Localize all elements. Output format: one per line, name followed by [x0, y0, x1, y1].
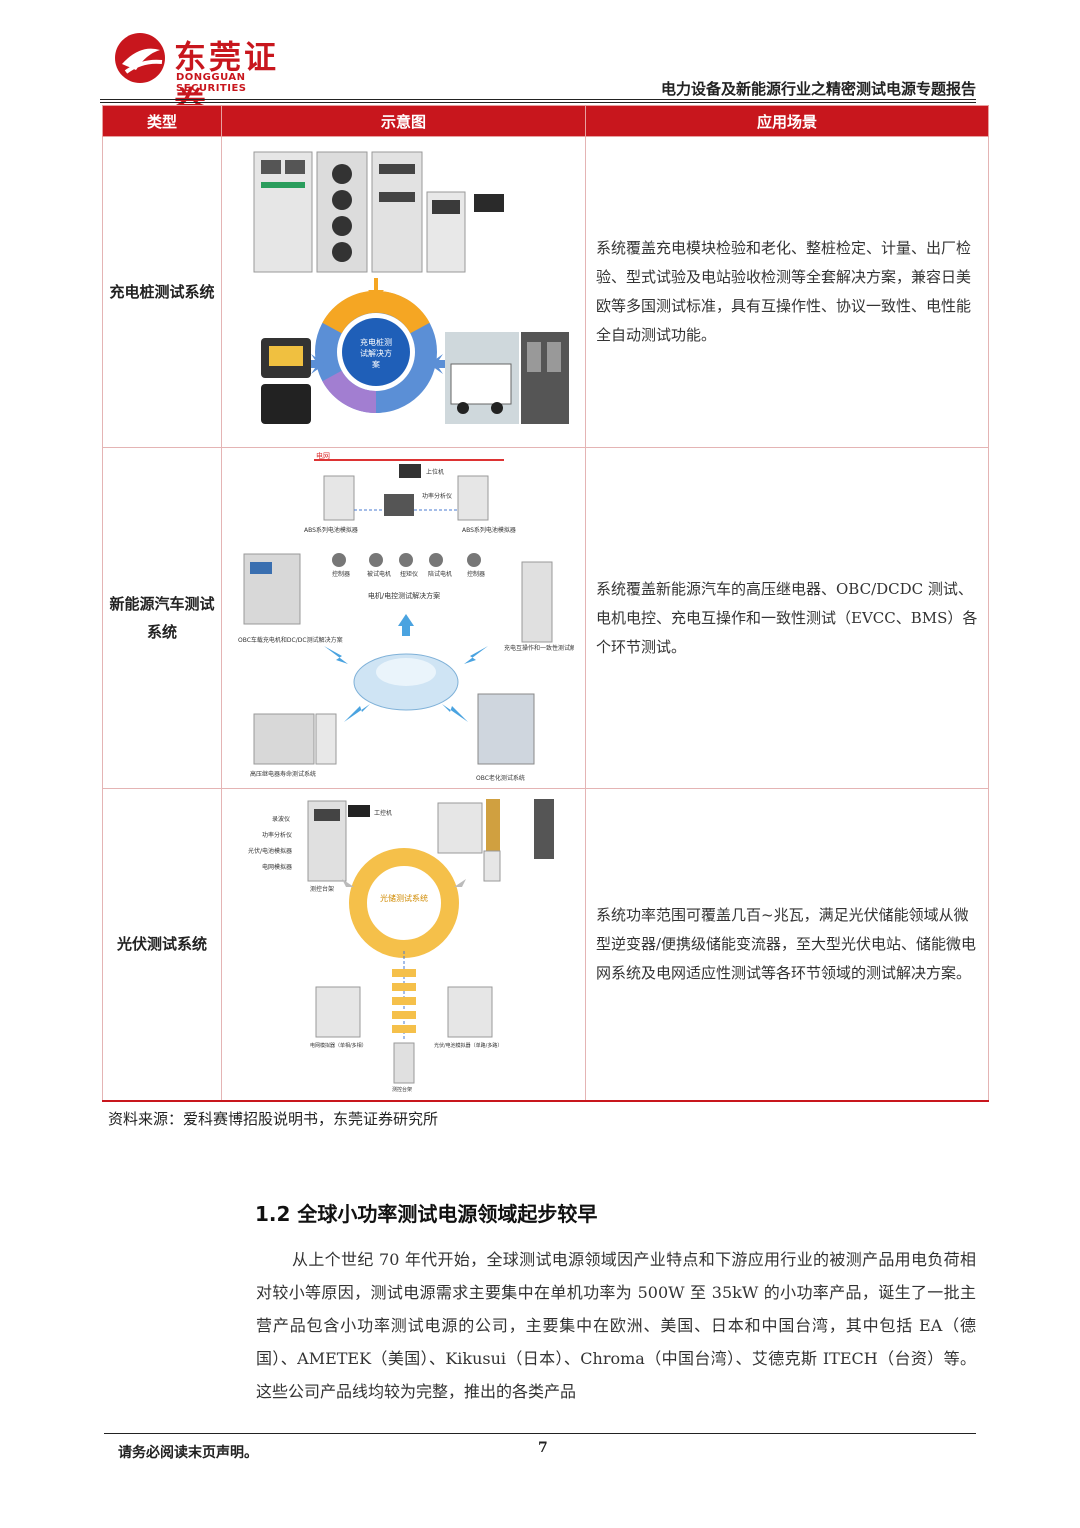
- charge-solution-label: 充电互操作和一致性测试解决方案: [504, 644, 574, 652]
- analyzer-label: 功率分析仪: [422, 492, 452, 500]
- charging-pile-diagram: 充电桩测 试解决方 案: [253, 151, 569, 424]
- obc-aging-label: OBC老化测试系统: [476, 774, 525, 782]
- pv-bottom-left-label: 电网模拟器（单相/多相）: [310, 1042, 367, 1049]
- logo-mark-icon: [115, 33, 165, 83]
- application-cell: 系统覆盖新能源汽车的高压继电器、OBC/DCDC 测试、电机电控、充电互操作和一…: [585, 447, 989, 789]
- grid-label: 电网: [316, 451, 330, 460]
- pv-left-label: 电网模拟器: [262, 863, 292, 871]
- column-header-diagram: 示意图: [221, 105, 586, 137]
- pv-left-label: 功率分析仪: [262, 831, 292, 839]
- pv-bench-label: 测控台架: [310, 885, 334, 893]
- svg-text:试解决方: 试解决方: [360, 348, 392, 358]
- motor-solution-label: 电机/电控测试解决方案: [367, 591, 439, 600]
- header-divider: [100, 99, 976, 100]
- type-cell: 新能源汽车测试系统: [102, 447, 222, 789]
- test-system-table: 类型 示意图 应用场景 充电桩测试系统: [102, 105, 989, 1102]
- simulator-right-label: ABS系列电池模拟器: [462, 526, 516, 534]
- motor-label: 控制器: [332, 570, 350, 578]
- svg-text:充电桩测: 充电桩测: [360, 337, 392, 347]
- motor-label: 被试电机: [367, 570, 391, 578]
- nev-test-diagram: 电网 上位机 功率分析仪 ABS系列电池模拟器 ABS系列电池模拟器 控制器: [238, 451, 574, 782]
- relay-system-label: 高压继电器寿命测试系统: [250, 770, 316, 778]
- type-cell: 光伏测试系统: [102, 788, 222, 1102]
- table-row: 光伏测试系统 录波仪 功率分析仪 光伏/电池模拟器 电网模拟器 工控机 测控台架: [102, 788, 989, 1102]
- simulator-left-label: ABS系列电池模拟器: [304, 526, 358, 534]
- footer-divider: [104, 1433, 976, 1434]
- type-cell: 充电桩测试系统: [102, 136, 222, 448]
- table-row: 充电桩测试系统: [102, 136, 989, 448]
- diagram-cell: 录波仪 功率分析仪 光伏/电池模拟器 电网模拟器 工控机 测控台架: [221, 788, 586, 1102]
- pv-left-label: 录波仪: [272, 815, 290, 823]
- body-paragraph: 从上个世纪 70 年代开始，全球测试电源领域因产业特点和下游应用行业的被测产品用…: [256, 1250, 976, 1401]
- motor-label: 陪试电机: [428, 570, 452, 578]
- pv-test-diagram: 录波仪 功率分析仪 光伏/电池模拟器 电网模拟器 工控机 测控台架: [248, 799, 554, 1093]
- pv-left-label: 光伏/电池模拟器: [248, 847, 292, 855]
- pv-host-label: 工控机: [374, 809, 392, 817]
- table-row: 新能源汽车测试系统 电网 上位机 功率分析仪 ABS系列电池模拟器 ABS系列电…: [102, 447, 989, 789]
- report-title: 电力设备及新能源行业之精密测试电源专题报告: [660, 80, 976, 98]
- diagram-cell: 充电桩测 试解决方 案: [221, 136, 586, 448]
- column-header-type: 类型: [102, 105, 222, 137]
- header-divider-thin: [100, 102, 976, 103]
- motor-label: 扭矩仪: [400, 570, 418, 578]
- diagram-cell: 电网 上位机 功率分析仪 ABS系列电池模拟器 ABS系列电池模拟器 控制器: [221, 447, 586, 789]
- obc-solution-label: OBC车载充电机和DC/DC测试解决方案: [238, 636, 343, 644]
- disclaimer-note: 请务必阅读末页声明。: [118, 1445, 258, 1461]
- pv-center-label: 光储测试系统: [380, 893, 428, 903]
- motor-label: 控制器: [467, 570, 485, 578]
- host-label: 上位机: [426, 468, 444, 476]
- company-logo: 东莞证券 DONGGUAN SECURITIES: [112, 30, 312, 122]
- source-note: 资料来源：爱科赛博招股说明书，东莞证券研究所: [108, 1110, 439, 1128]
- pv-bottom-right-label: 光伏/电池模拟器（单路/多路）: [434, 1042, 502, 1049]
- application-cell: 系统覆盖充电模块检验和老化、整桩检定、计量、出厂检验、型式试验及电站验收检测等全…: [585, 136, 989, 448]
- application-cell: 系统功率范围可覆盖几百~兆瓦，满足光伏储能领域从微型逆变器/便携级储能变流器，至…: [585, 788, 989, 1102]
- section-heading: 1.2 全球小功率测试电源领域起步较早: [255, 1202, 598, 1226]
- svg-text:案: 案: [372, 359, 380, 369]
- table-header-row: 类型 示意图 应用场景: [102, 105, 989, 137]
- logo-english-name: DONGGUAN SECURITIES: [176, 72, 247, 94]
- column-header-application: 应用场景: [585, 105, 989, 137]
- page-number: 7: [538, 1440, 548, 1456]
- pv-bottom-bench-label: 测控台架: [392, 1086, 412, 1093]
